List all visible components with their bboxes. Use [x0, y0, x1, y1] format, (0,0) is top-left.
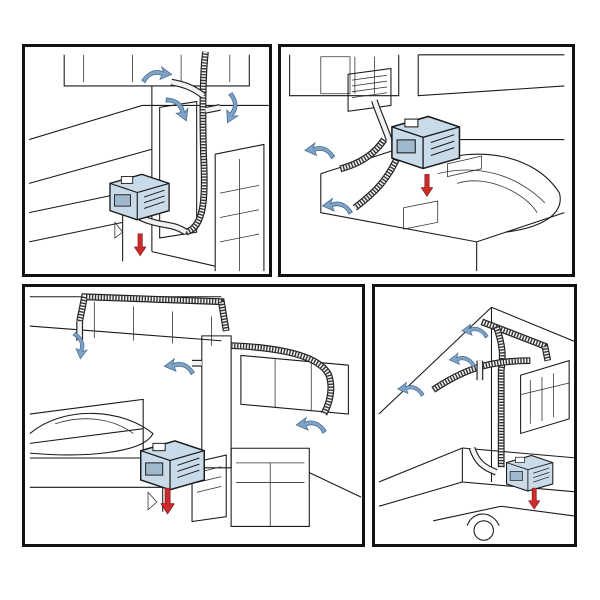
warm-air-arrow-icon	[448, 352, 476, 368]
warm-air-arrow-icon	[397, 382, 425, 397]
heater-unit-icon	[139, 440, 205, 491]
panel-bed-floor-outlets-drawing	[289, 54, 565, 272]
ducting	[339, 99, 402, 211]
heater-unit-icon	[505, 454, 554, 492]
panel-bench-ceiling-duct-drawing	[29, 293, 362, 527]
exhaust-arrow-icon	[528, 487, 541, 510]
warm-air-arrow-icon	[141, 66, 173, 84]
cabinet-lines	[289, 54, 565, 272]
intake-arrow-icon	[147, 491, 158, 511]
warm-air-arrow-icon	[321, 198, 353, 215]
ducting	[431, 318, 552, 476]
exhaust-arrow-icon	[421, 174, 433, 197]
warm-air-arrow-icon	[219, 91, 246, 126]
cabinet-lines	[29, 296, 362, 527]
warm-air-arrow-icon	[72, 332, 88, 360]
panel-seat-riser	[22, 44, 272, 277]
ducting	[76, 293, 335, 416]
body-lines	[378, 306, 574, 541]
warm-air-arrow-icon	[304, 142, 336, 160]
warm-air-arrow-icon	[163, 90, 194, 126]
panel-bench-ceiling-duct	[22, 284, 365, 547]
panel-rear-trunk-ducting	[372, 284, 577, 547]
panel-seat-riser-drawing	[28, 51, 269, 272]
panel-bed-floor-outlets	[278, 44, 575, 277]
warm-air-arrow-icon	[295, 416, 327, 434]
heater-unit-icon	[391, 115, 461, 170]
panel-rear-trunk-ducting-drawing	[378, 306, 574, 541]
ducting	[138, 51, 221, 236]
exhaust-arrow-icon	[134, 233, 147, 257]
heater-unit-icon	[109, 173, 170, 221]
intake-arrow-icon	[114, 221, 124, 239]
cabinet-lines	[28, 54, 269, 272]
warm-air-arrow-icon	[163, 358, 195, 376]
